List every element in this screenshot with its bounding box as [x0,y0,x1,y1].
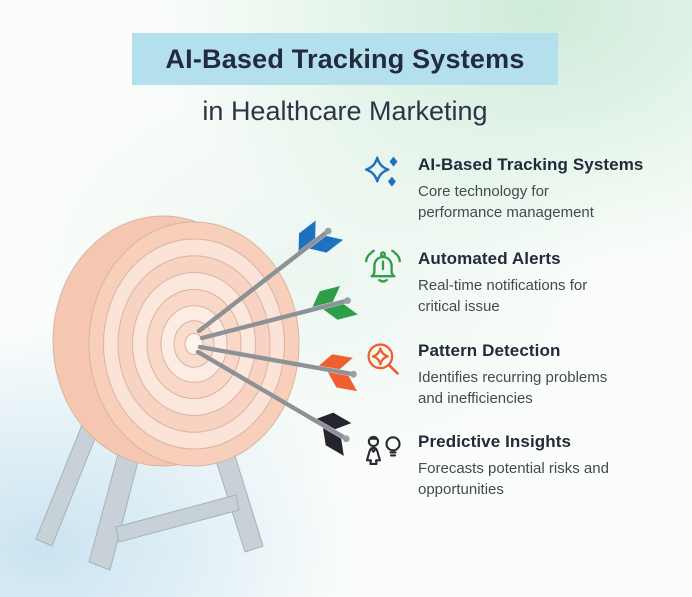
desc-line: critical issue [418,298,500,315]
infographic-title: AI-Based Tracking Systems [165,43,525,74]
person-bulb-icon [362,430,404,472]
item-text: Pattern Detection Identifies recurring p… [418,339,607,409]
list-item-predictive-insights: Predictive Insights Forecasts potential … [362,430,672,500]
stand-left-leg [35,419,101,547]
item-text: AI-Based Tracking Systems Core technolog… [418,153,643,223]
target-board [52,215,300,467]
magnifier-star-icon [362,339,404,381]
desc-line: Core technology for [418,183,549,200]
arrow-blue [196,220,344,334]
arrow-orange [197,344,358,392]
sparkles-icon [362,153,404,195]
title-banner: AI-Based Tracking Systems [132,33,558,85]
item-title: Predictive Insights [418,432,572,451]
bell-icon [362,247,404,289]
item-text: Predictive Insights Forecasts potential … [418,430,609,500]
item-description: Real-time notifications for critical iss… [418,275,587,317]
item-title: Automated Alerts [418,249,561,268]
item-title: AI-Based Tracking Systems [418,155,644,174]
arrow-green [199,286,358,341]
list-item-ai-tracking: AI-Based Tracking Systems Core technolog… [362,153,672,223]
stand-crossbar [115,494,240,543]
arrows [195,220,358,456]
desc-line: performance management [418,204,594,221]
desc-line: opportunities [418,481,504,498]
item-description: Identifies recurring problems and ineffi… [418,367,607,409]
desc-line: Real-time notifications for [418,277,588,294]
board-bullseye [184,333,204,355]
infographic-subtitle: in Healthcare Marketing [202,96,488,126]
desc-line: and inefficiencies [418,390,533,407]
item-text: Automated Alerts Real-time notifications… [418,247,587,317]
desc-line: Forecasts potential risks and [418,460,609,477]
arrow-black [195,349,352,456]
list-item-pattern-detection: Pattern Detection Identifies recurring p… [362,339,672,409]
item-description: Core technology for performance manageme… [418,181,643,223]
item-title: Pattern Detection [418,341,561,360]
item-description: Forecasts potential risks and opportunit… [418,458,609,500]
desc-line: Identifies recurring problems [418,369,608,386]
list-item-automated-alerts: Automated Alerts Real-time notifications… [362,247,672,317]
